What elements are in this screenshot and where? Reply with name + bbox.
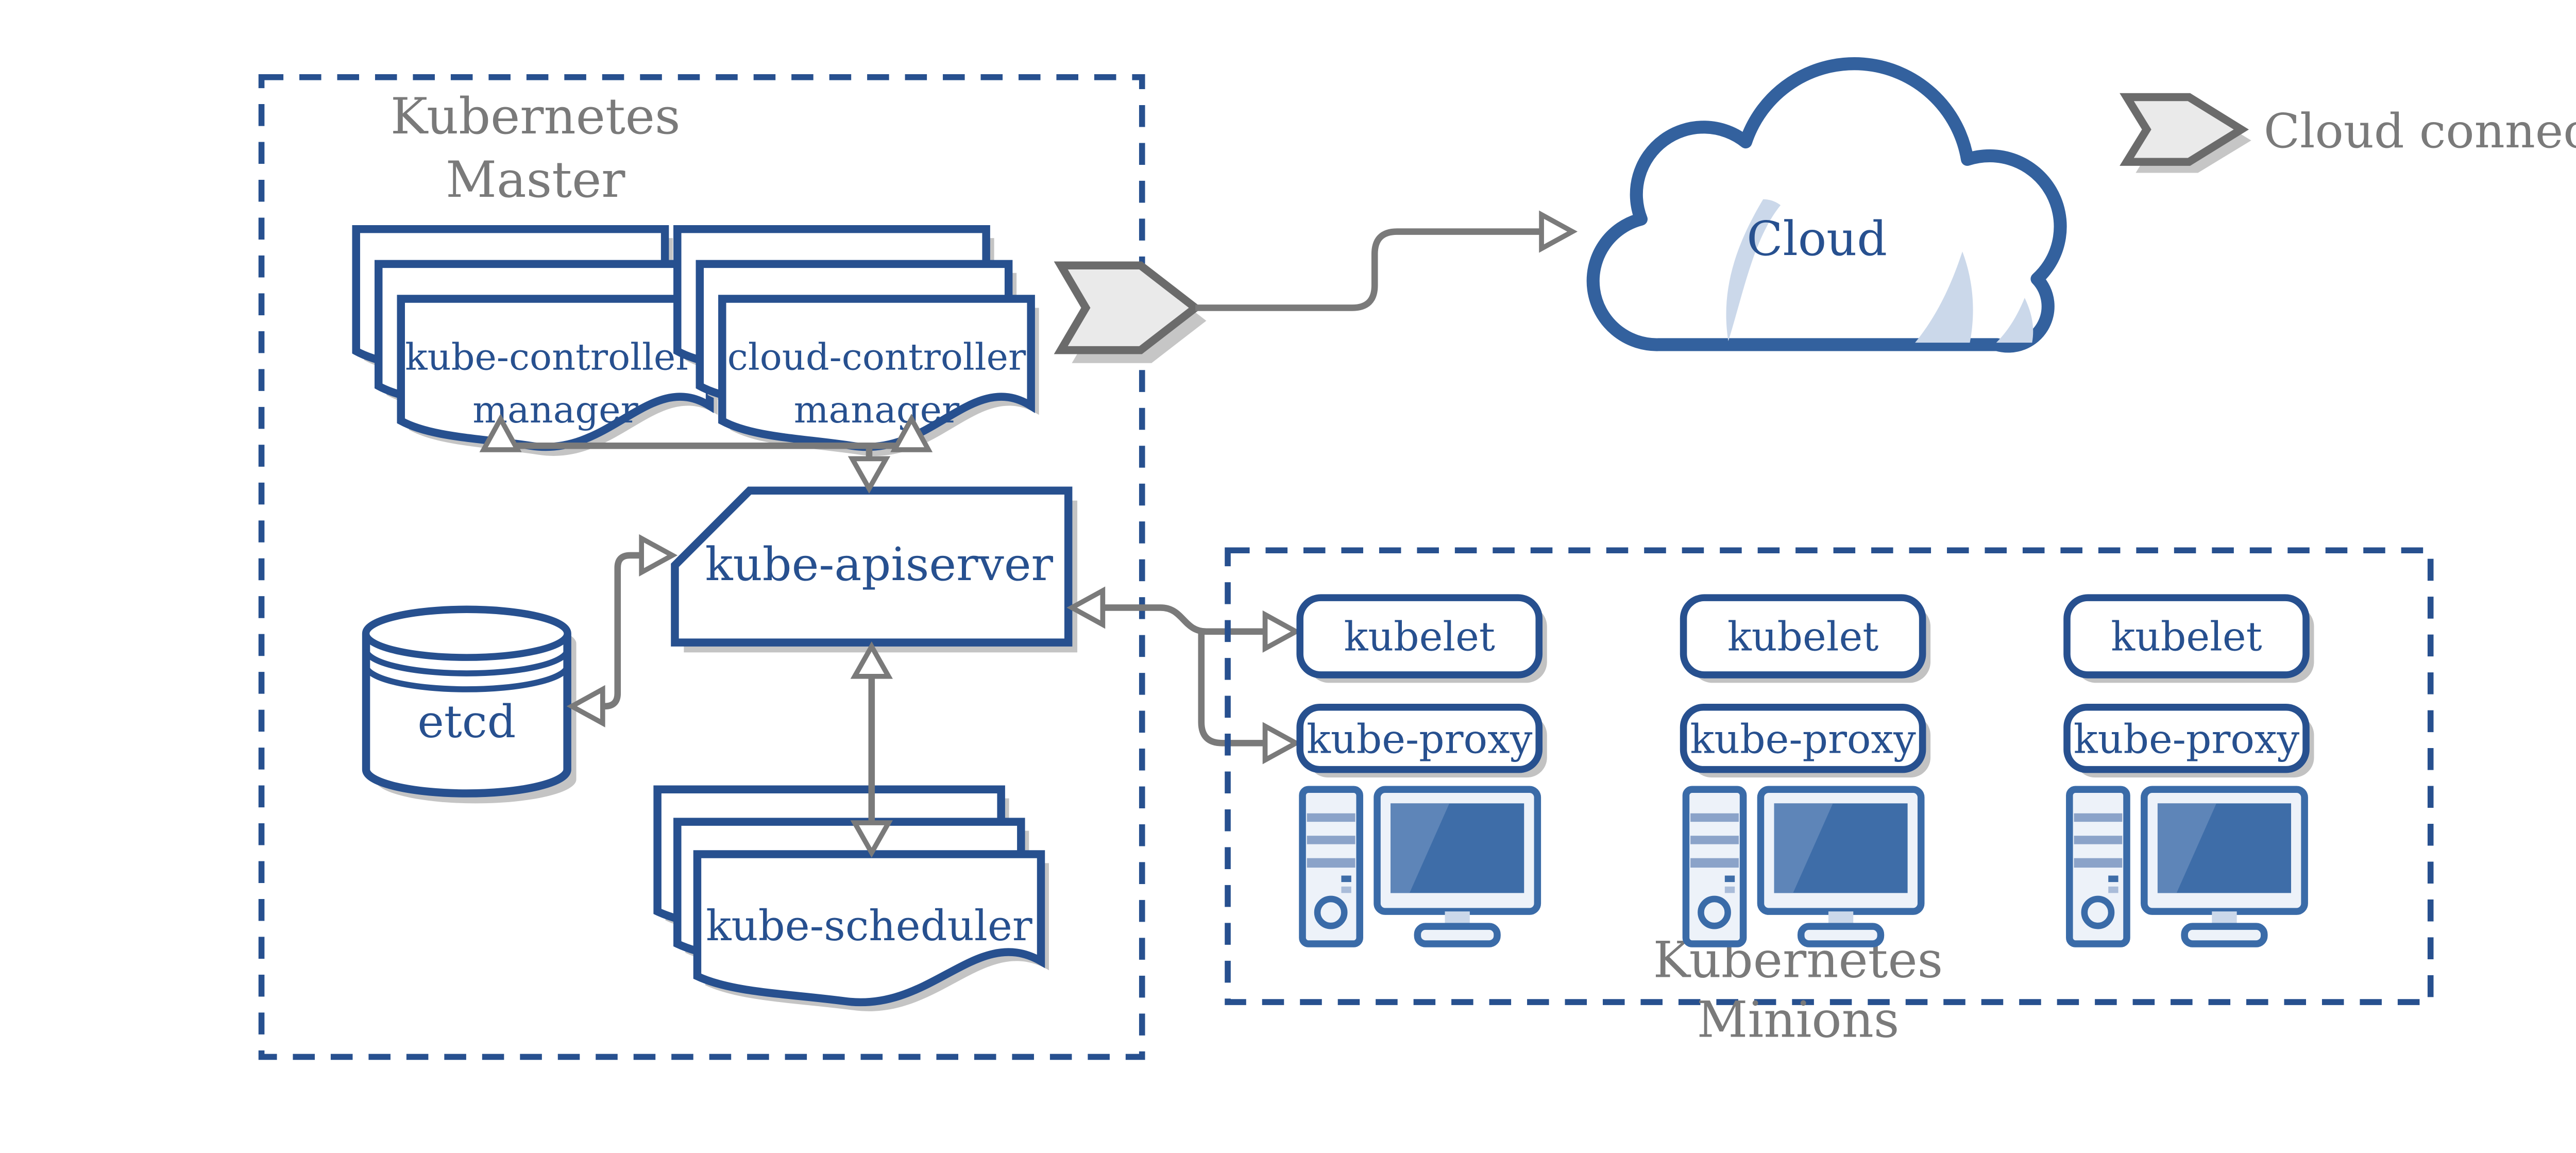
arrowhead-right-kubelet — [1262, 610, 1301, 653]
kubernetes-master-group: Kubernetes Master kube-controller- manag… — [258, 74, 1145, 1060]
minions-dashed-border — [1225, 547, 2434, 1005]
connector-arrows — [479, 210, 1578, 858]
cloud-highlight-2 — [1915, 251, 1973, 343]
doc-card-front — [693, 850, 1045, 1006]
kubelet-label: kubelet — [2111, 614, 2262, 660]
tower-led — [1724, 886, 1735, 893]
kubelet-box — [1680, 594, 1926, 679]
monitor-stand-base — [1797, 923, 1885, 947]
etcd-ring-2 — [363, 649, 570, 676]
legend-chevron-icon — [2120, 93, 2249, 166]
tower-stripe — [1307, 836, 1355, 844]
diagram-canvas: Kubernetes Master kube-controller- manag… — [258, 57, 2576, 1060]
master-title-line2: Master — [446, 150, 625, 209]
cloud-outline — [1586, 57, 2067, 353]
legend-label: Cloud connector — [2264, 104, 2576, 159]
tower-icon — [1299, 786, 1363, 947]
tower-led — [2108, 886, 2119, 893]
monitor-icon — [1374, 786, 1541, 947]
arrowhead-up-apiserver-bottom — [850, 641, 893, 679]
kubernetes-minions-group: Kubernetes Minions kubelet kube-proxy — [1225, 547, 2434, 1049]
tower-stripe — [1307, 858, 1355, 868]
tower-led — [1341, 875, 1351, 883]
monitor-screen-glare — [1774, 803, 1833, 893]
apiserver-kubelet-line — [1103, 604, 1265, 635]
tower-stripe — [2074, 836, 2123, 844]
kube-scheduler-label: kube-scheduler — [706, 902, 1032, 951]
monitor-screen-glare — [1391, 803, 1450, 893]
kubelet-label: kubelet — [1344, 614, 1495, 660]
arrowhead-down-apiserver — [848, 456, 891, 494]
tower-stripe — [2074, 858, 2123, 868]
kube-scheduler-stack: kube-scheduler — [653, 785, 1049, 1011]
cloud-shape: Cloud — [1586, 57, 2067, 353]
connector-to-cloud-line — [1195, 228, 1542, 311]
cloud-highlight-1 — [1726, 199, 1781, 342]
arrowhead-right-cloud — [1539, 210, 1578, 253]
etcd-cylinder: etcd — [362, 605, 577, 804]
kubelet-box — [2063, 594, 2310, 679]
tower-power-button — [1314, 895, 1348, 929]
tower-icon — [1682, 786, 1747, 947]
minions-title-line2: Minions — [1697, 991, 1899, 1049]
computer-icon — [1299, 786, 1541, 947]
monitor-screen-glare — [2157, 803, 2217, 893]
tower-stripe — [1690, 836, 1739, 844]
kube-apiserver-label: kube-apiserver — [705, 537, 1054, 591]
cloud-controller-manager-label-line2: manager — [794, 388, 960, 431]
arrowhead-left-apiserver-right — [1066, 586, 1106, 629]
monitor-icon — [1757, 786, 1925, 947]
kube-proxy-box — [1296, 704, 1543, 773]
legend: Cloud connector — [2120, 93, 2576, 173]
kubelet-box — [1296, 594, 1543, 679]
monitor-stand-base — [2181, 923, 2268, 947]
tower-stripe — [1690, 858, 1739, 868]
computer-icon — [2066, 786, 2308, 947]
kubelet-label: kubelet — [1727, 614, 1879, 660]
tower-stripe — [2074, 813, 2123, 822]
computer-icon — [1682, 786, 1925, 947]
kubernetes-architecture-diagram: Kubernetes Master kube-controller- manag… — [258, 57, 2576, 1060]
master-dashed-border — [258, 74, 1145, 1060]
tower-led — [1724, 875, 1735, 883]
minion-node-3: kubelet kube-proxy — [2063, 594, 2314, 947]
tower-power-button — [2081, 895, 2115, 929]
arrowhead-down-scheduler — [850, 820, 893, 858]
kube-proxy-label: kube-proxy — [2074, 717, 2300, 763]
kube-apiserver-box: kube-apiserver — [671, 486, 1078, 653]
etcd-top-ring — [362, 606, 571, 661]
apiserver-etcd-line — [601, 552, 643, 710]
minion-node-1: kubelet kube-proxy — [1296, 594, 1547, 947]
kube-controller-manager-stack: kube-controller- manager — [352, 225, 718, 456]
cloud-controller-manager-stack: cloud-controller manager — [673, 225, 1039, 456]
kube-proxy-label: kube-proxy — [1690, 717, 1916, 763]
cloud-label: Cloud — [1747, 211, 1887, 266]
arrowhead-left-etcd — [566, 685, 605, 727]
etcd-label: etcd — [417, 696, 516, 748]
master-title-line1: Kubernetes — [391, 87, 681, 145]
kube-proxy-box — [1680, 704, 1926, 773]
kube-proxy-label: kube-proxy — [1307, 717, 1533, 763]
tower-stripe — [1690, 813, 1739, 822]
arrowhead-right-kubeproxy — [1262, 722, 1301, 765]
cloud-highlight-3 — [1996, 298, 2033, 343]
arrowhead-up-cloud-controller — [890, 413, 933, 452]
tower-led — [2108, 875, 2119, 883]
monitor-stand-base — [1414, 923, 1501, 947]
minion-node-2: kubelet kube-proxy — [1680, 594, 1931, 947]
tower-stripe — [1307, 813, 1355, 822]
kube-proxy-box — [2063, 704, 2310, 773]
etcd-ring-3 — [363, 665, 570, 692]
cloud-controller-manager-label-line1: cloud-controller — [727, 335, 1026, 378]
kube-controller-manager-label-line1: kube-controller- — [405, 335, 705, 378]
tower-power-button — [1698, 895, 1731, 929]
arrowhead-up-kube-controller — [479, 413, 522, 452]
tower-led — [1341, 886, 1351, 893]
apiserver-kubeproxy-line — [1198, 631, 1265, 747]
monitor-icon — [2141, 786, 2308, 947]
arrowhead-right-apiserver-left — [639, 534, 678, 576]
tower-icon — [2066, 786, 2130, 947]
cloud-connector-icon — [1054, 261, 1202, 354]
